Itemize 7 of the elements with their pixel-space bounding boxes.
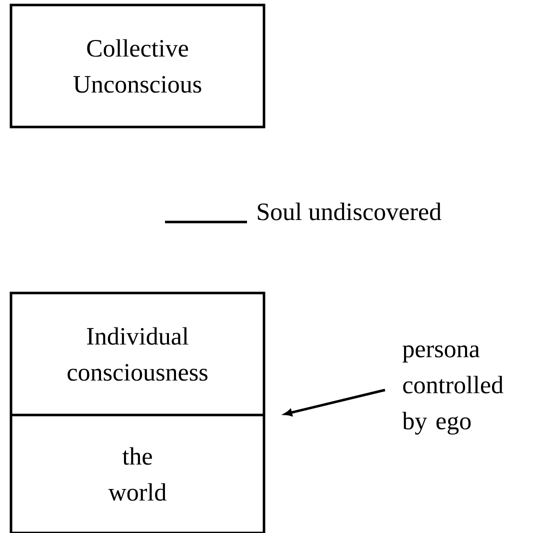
split-box (10, 292, 266, 533)
box-cell: the world (108, 447, 166, 501)
box-cell: Individual consciousness (68, 327, 208, 381)
arrow (284, 388, 386, 416)
annotation-text: persona controlled by ego (402, 345, 504, 435)
concept-box: Collective Unconscious (10, 4, 266, 128)
label-text: Soul undiscovered (258, 202, 442, 220)
